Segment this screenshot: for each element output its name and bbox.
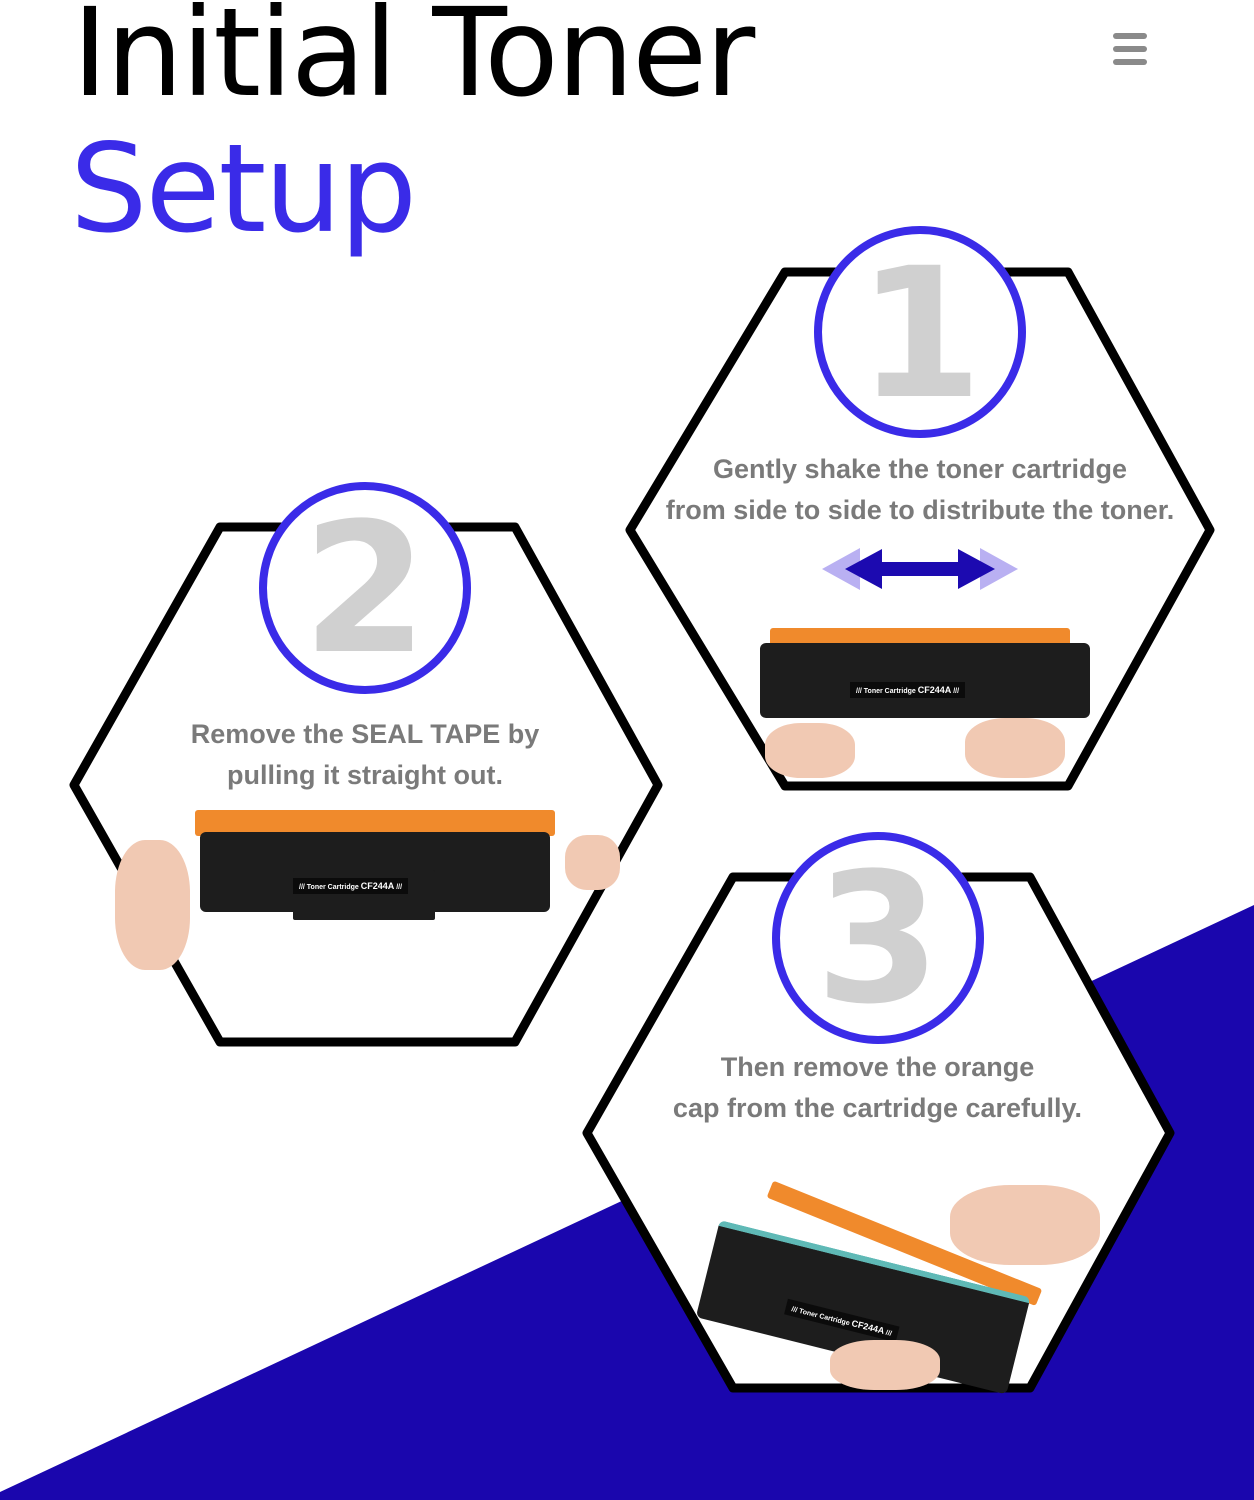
title-line-2: Setup: [70, 118, 417, 260]
step-1-caption-line1: Gently shake the toner cartridge: [712, 454, 1128, 484]
double-arrow-icon: [822, 548, 1018, 590]
step-2-caption: Remove the SEAL TAPE by pulling it strai…: [70, 714, 660, 796]
step-2-caption-line1: Remove the SEAL TAPE by: [190, 719, 540, 749]
step-3-circle: [772, 832, 984, 1044]
step-3-caption-line1: Then remove the orange: [720, 1052, 1035, 1082]
step-3-caption-line2: cap from the cartridge carefully.: [672, 1093, 1083, 1123]
cartridge-label: /// Toner Cartridge CF244A ///: [293, 878, 409, 894]
step-3-number: 3: [815, 835, 941, 1044]
hexagon-step-2: [69, 522, 663, 1047]
title-line-1: Initial Toner: [72, 0, 755, 124]
step-1-caption: Gently shake the toner cartridge from si…: [630, 449, 1210, 531]
step-1-caption-line2: from side to side to distribute the tone…: [665, 495, 1175, 525]
step-1-circle: [814, 226, 1026, 438]
step-1-number: 1: [857, 230, 983, 439]
step-2-caption-line2: pulling it straight out.: [227, 760, 503, 790]
cartridge-label: /// Toner Cartridge CF244A ///: [850, 682, 966, 698]
hamburger-menu-icon[interactable]: [1113, 33, 1147, 67]
step-2-number: 2: [302, 485, 428, 694]
step-3-caption: Then remove the orange cap from the cart…: [585, 1047, 1170, 1129]
step-2-circle: [259, 482, 471, 694]
